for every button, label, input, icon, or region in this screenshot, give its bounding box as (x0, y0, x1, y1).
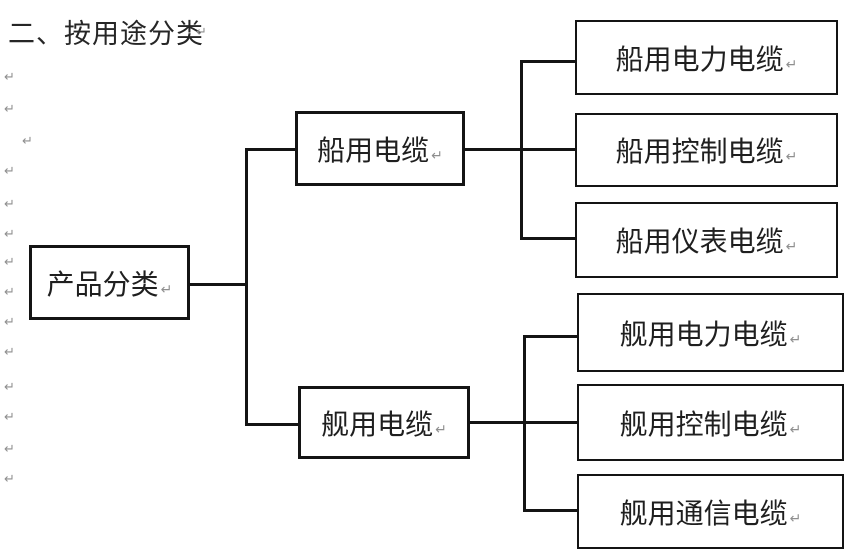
node-label: 船用电力电缆 (615, 42, 784, 76)
return-mark-icon: ↵ (789, 510, 802, 527)
node-naval-control-cable: 舰用控制电缆 ↵ (577, 384, 844, 461)
node-label: 舰用电缆 (321, 407, 434, 441)
connector-naval-to-trunk (470, 421, 523, 424)
return-mark-icon: ↵ (785, 239, 798, 255)
return-mark-icon: ↵ (4, 164, 15, 179)
node-marine-power-cable: 船用电力电缆 ↵ (575, 20, 838, 95)
node-marine-cable: 船用电缆 ↵ (295, 111, 465, 186)
return-mark-icon: ↵ (4, 197, 15, 212)
return-mark-icon: ↵ (4, 442, 15, 457)
node-label: 船用电缆 (317, 133, 430, 167)
node-label: 舰用通信电缆 (619, 496, 788, 530)
return-mark-icon: ↵ (4, 345, 15, 360)
connector-marine-to-trunk (465, 148, 520, 151)
return-mark-icon: ↵ (4, 70, 15, 85)
return-mark-icon: ↵ (4, 102, 15, 117)
return-mark-icon: ↵ (785, 56, 798, 73)
node-naval-comm-cable: 舰用通信电缆 ↵ (577, 474, 844, 549)
return-mark-icon: ↵ (431, 147, 443, 164)
return-mark-icon: ↵ (4, 410, 15, 425)
node-product-classification: 产品分类 ↵ (29, 245, 190, 320)
node-label: 船用控制电缆 (615, 135, 784, 168)
return-mark-icon: ↵ (160, 281, 173, 298)
return-mark-icon: ↵ (4, 380, 15, 395)
return-mark-icon: ↵ (435, 421, 447, 438)
node-marine-control-cable: 船用控制电缆 ↵ (575, 113, 838, 187)
node-label: 舰用电力电缆 (619, 317, 788, 351)
node-marine-instrument-cable: 船用仪表电缆 ↵ (575, 202, 838, 278)
node-naval-cable: 舰用电缆 ↵ (298, 386, 470, 459)
page-title: 二、按用途分类 (8, 19, 204, 50)
connector-to-marine-cable (245, 148, 298, 151)
return-mark-icon: ↵ (4, 285, 15, 300)
connector-trunk-level2 (245, 148, 248, 426)
connector-to-naval-power (523, 335, 577, 338)
return-mark-icon: ↵ (785, 149, 798, 165)
connector-root-to-trunk (190, 283, 247, 286)
connector-to-marine-power (520, 60, 575, 63)
return-mark-icon: ↵ (4, 472, 15, 487)
return-mark-icon: ↵ (4, 315, 15, 330)
return-mark-icon: ↵ (196, 25, 207, 40)
node-naval-power-cable: 舰用电力电缆 ↵ (577, 293, 844, 372)
connector-to-marine-instrument (520, 237, 575, 240)
node-label: 船用仪表电缆 (615, 225, 784, 258)
node-label: 产品分类 (46, 267, 159, 301)
connector-to-naval-comm (523, 509, 577, 512)
connector-to-naval-cable (245, 423, 300, 426)
return-mark-icon: ↵ (789, 421, 802, 438)
return-mark-icon: ↵ (22, 134, 33, 149)
return-mark-icon: ↵ (4, 227, 15, 242)
node-label: 舰用控制电缆 (619, 407, 788, 441)
connector-to-marine-control (520, 148, 575, 151)
connector-to-naval-control (523, 421, 577, 424)
return-mark-icon: ↵ (789, 331, 802, 348)
return-mark-icon: ↵ (4, 255, 15, 270)
